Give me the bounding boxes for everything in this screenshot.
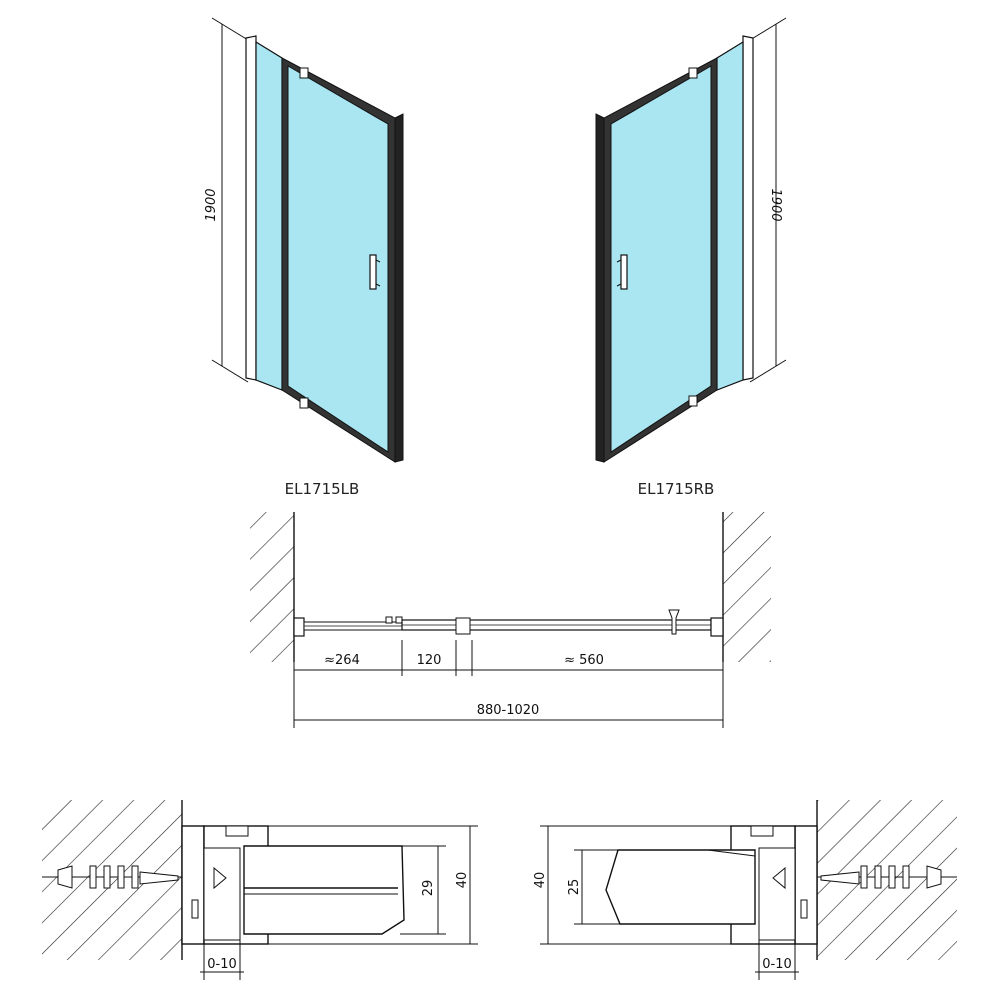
dim-seg3: ≈ 560 [564,653,604,668]
dim-extension-top [749,17,787,41]
height-label-left: 1900 [204,188,219,221]
door-glass-left [287,65,389,453]
dim-adjust-left: 0-10 [207,957,237,972]
dim-extension-bottom [211,359,249,383]
dim-profile-right: 25 [567,879,582,896]
dim-extension-top [211,17,249,41]
model-label-left: EL1715LB [285,480,360,498]
hinge-plan [455,617,471,635]
wall-profile-plan-left [293,617,305,637]
wall-profile-right [742,35,754,381]
glass-section-left [243,845,405,935]
plan-view: ≈264 120 ≈ 560 880-1020 [250,512,771,728]
hinge-top-right [688,67,698,79]
dim-adjust-right: 0-10 [762,957,792,972]
end-post-left [394,113,404,463]
hinge-bottom-left [299,397,309,409]
wall-profile-detail-left [181,825,205,945]
detail-left: 29 40 0-10 [42,800,478,980]
dim-profile-left: 29 [421,880,436,897]
glass-section-right [605,849,756,925]
wall-hatch-left [250,512,294,662]
fixed-glass-left [255,40,283,391]
fixed-glass-right [716,40,744,391]
hinge-bottom-right [688,395,698,407]
dim-overall-left: 40 [455,872,470,889]
model-label-right: EL1715RB [638,480,715,498]
elevation-right: 1900 EL1715RB [595,17,787,498]
end-post-right [595,113,605,463]
door-handle-right [620,254,628,290]
wall-profile-left [245,35,257,381]
dim-seg1: ≈264 [324,653,360,668]
dim-total: 880-1020 [477,703,540,718]
wall-profile-plan-right [710,617,724,637]
dim-extension-bottom [749,359,787,383]
dim-overall-right: 40 [533,872,548,889]
door-glass-right [610,65,712,453]
wall-profile-detail-right [794,825,818,945]
detail-right: 25 40 0-10 [533,800,957,980]
wall-hatch-right [723,512,771,662]
hinge-top-left [299,67,309,79]
elevation-left: 1900 EL1715LB [204,17,404,498]
dim-seg2: 120 [417,653,442,668]
door-handle-left [369,254,377,290]
height-label-right: 1900 [768,188,783,221]
handle-plan [668,609,680,635]
